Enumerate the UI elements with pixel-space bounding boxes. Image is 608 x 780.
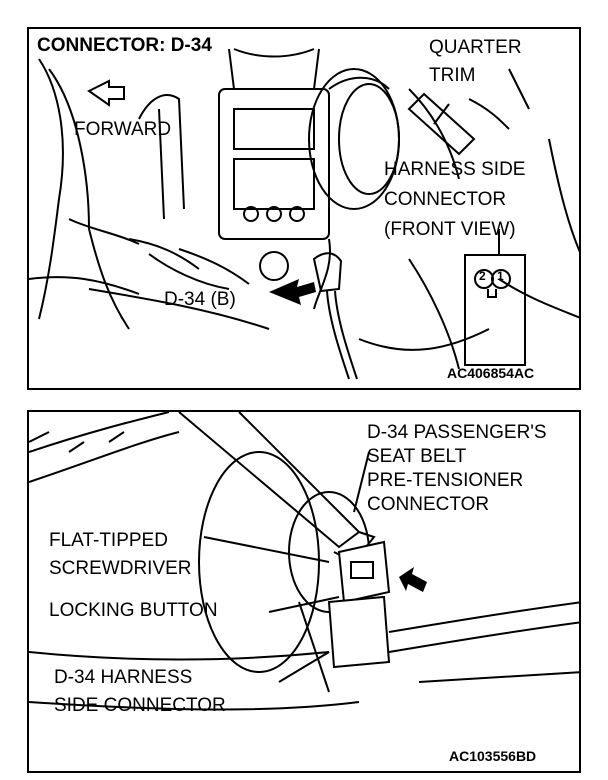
passenger-connector-label-line4: CONNECTOR bbox=[367, 494, 490, 515]
passenger-connector-label-line2: SEAT BELT bbox=[367, 446, 467, 467]
d34b-label: D-34 (B) bbox=[164, 289, 236, 310]
connector-title: CONNECTOR: D-34 bbox=[37, 35, 212, 56]
passenger-connector-label-line3: PRE-TENSIONER bbox=[367, 470, 524, 491]
quarter-trim-label-line2: TRIM bbox=[429, 65, 476, 86]
harness-side-label-line1: HARNESS SIDE bbox=[384, 159, 526, 180]
harness-side-connector-label-line2: SIDE CONNECTOR bbox=[54, 695, 226, 716]
pull-direction-arrow bbox=[399, 567, 427, 592]
pin-2-label: 2 bbox=[479, 269, 486, 283]
figure-code-bottom: AC103556BD bbox=[449, 748, 537, 764]
d34b-pointer-arrow bbox=[269, 279, 316, 305]
seat-belt-connector-location-illustration bbox=[29, 48, 579, 380]
quarter-trim-label-line1: QUARTER bbox=[429, 37, 522, 58]
harness-side-connector-label-line1: D-34 HARNESS bbox=[54, 667, 193, 688]
pin-1-label: 1 bbox=[497, 269, 504, 283]
harness-side-label-line2: CONNECTOR bbox=[384, 189, 507, 210]
connector-unlocking-illustration bbox=[29, 412, 579, 711]
top-diagram-panel: CONNECTOR: D-34 QUARTER TRIM FORWARD HAR… bbox=[27, 27, 581, 390]
screwdriver-label-line1: FLAT-TIPPED bbox=[49, 530, 168, 551]
screwdriver-label-line2: SCREWDRIVER bbox=[49, 558, 192, 579]
locking-button-label: LOCKING BUTTON bbox=[49, 600, 218, 621]
figure-code-top: AC406854AC bbox=[447, 365, 535, 381]
bottom-diagram-panel: D-34 PASSENGER'S SEAT BELT PRE-TENSIONER… bbox=[27, 410, 581, 773]
passenger-connector-label-line1: D-34 PASSENGER'S bbox=[367, 422, 547, 443]
forward-label: FORWARD bbox=[74, 119, 172, 140]
harness-side-label-line3: (FRONT VIEW) bbox=[384, 219, 516, 240]
